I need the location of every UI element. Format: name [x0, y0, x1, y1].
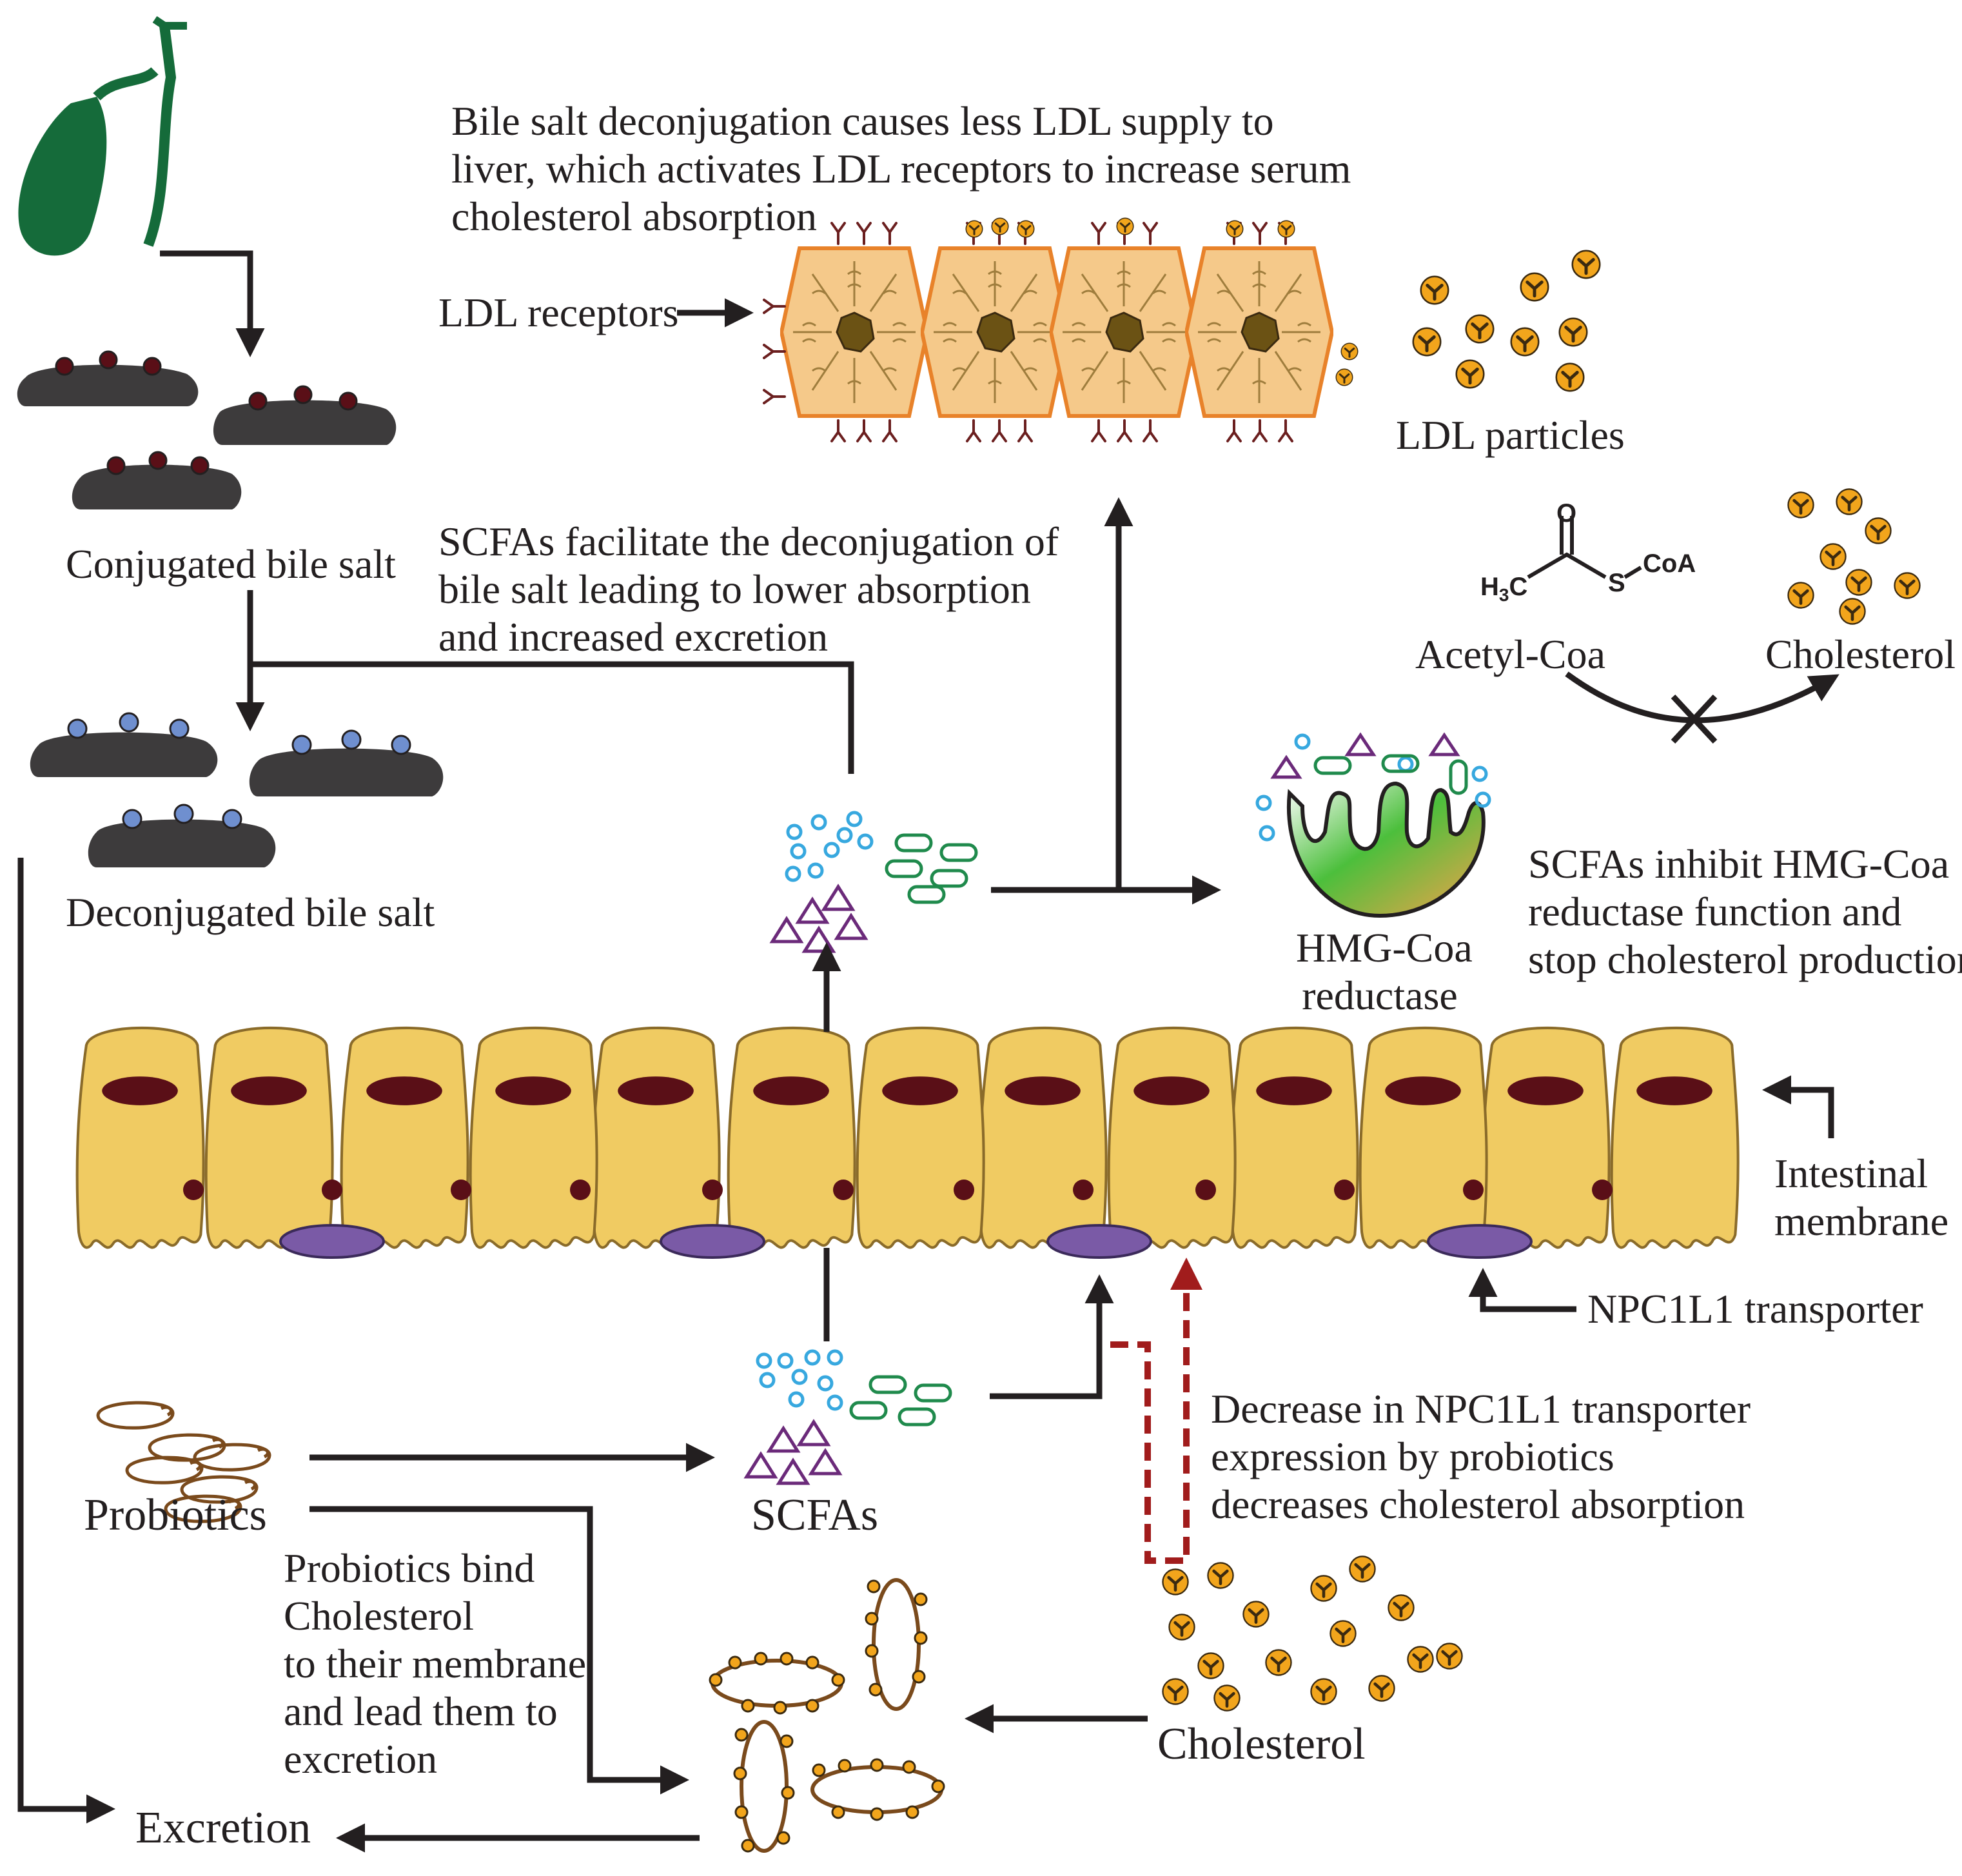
arrow-probiotics-to-binding — [309, 1506, 689, 1795]
label-s-atom: S — [1608, 569, 1625, 597]
arrow-gallbladder-to-bile — [160, 250, 265, 357]
conjugated-bile-salt — [213, 385, 397, 445]
ldl-caption-line3: cholesterol absorption — [451, 193, 817, 239]
hmg-caption-line2: reductase function and — [1528, 889, 1902, 934]
label-h3c-h: H3C — [1480, 573, 1528, 605]
cholesterol-cluster-bottom — [1162, 1556, 1462, 1710]
label-ldl-receptors: LDL receptors — [438, 290, 679, 335]
label-intestinal-line1: Intestinal — [1774, 1150, 1928, 1196]
hepatocyte-row — [763, 217, 1359, 442]
label-ldl-particles: LDL particles — [1396, 412, 1625, 458]
gallbladder-icon — [18, 16, 187, 256]
label-hmg-line2: reductase — [1302, 973, 1458, 1018]
acetyl-coa-structure — [1527, 516, 1642, 579]
scfa-deconj-caption-line1: SCFAs facilitate the deconjugation of — [438, 518, 1059, 564]
intestinal-cell — [980, 1028, 1106, 1248]
intestinal-cell — [206, 1028, 333, 1248]
hepatocyte — [1186, 248, 1332, 416]
intestinal-cell — [77, 1028, 204, 1248]
intestinal-cell — [471, 1028, 597, 1248]
scfa-around-hmg — [1255, 732, 1491, 842]
npc1l1-transporters — [279, 1224, 1533, 1259]
ldl-caption-line1: Bile salt deconjugation causes less LDL … — [451, 98, 1274, 144]
label-acetyl-coa: Acetyl-Coa — [1415, 631, 1605, 677]
probiotics-bind-caption-line1: Probiotics bind — [284, 1545, 535, 1591]
label-scfas: SCFAs — [751, 1490, 879, 1540]
intestinal-cell — [1483, 1028, 1609, 1248]
scfa-deconj-caption-line2: bile salt leading to lower absorption — [438, 566, 1031, 612]
scfa-cluster-lower — [743, 1349, 952, 1485]
deconjugated-bile-salt-group — [30, 712, 444, 867]
intestinal-cell — [593, 1028, 720, 1248]
probiotics-bind-caption-line4: and lead them to — [284, 1688, 558, 1734]
arrow-conjugated-to-deconjugated — [235, 590, 854, 774]
arrow-npc1l1-label — [1468, 1268, 1576, 1312]
probiotics-bind-caption-line5: excretion — [284, 1736, 438, 1782]
label-cholesterol-bottom: Cholesterol — [1157, 1719, 1366, 1769]
arrow-scfa-to-liver — [991, 497, 1221, 905]
label-excretion: Excretion — [135, 1803, 311, 1853]
arrow-bile-to-excretion — [17, 858, 115, 1824]
hmg-coa-reductase-icon — [1286, 781, 1486, 918]
label-o-atom: O — [1556, 499, 1577, 528]
probiotics-bound-cholesterol — [709, 1578, 945, 1853]
label-cholesterol-top: Cholesterol — [1765, 631, 1956, 677]
label-deconjugated-bile-salt: Deconjugated bile salt — [66, 889, 435, 935]
intestinal-cell — [342, 1028, 468, 1248]
conjugated-bile-salt — [17, 350, 199, 406]
scfa-deconj-caption-line3: and increased excretion — [438, 614, 829, 660]
hmg-caption-line3: stop cholesterol production — [1528, 936, 1962, 982]
cholesterol-cluster-top — [1788, 489, 1919, 624]
intestinal-cell — [1612, 1028, 1738, 1248]
ldl-particles-cluster — [1413, 251, 1600, 391]
conjugated-bile-salt — [72, 451, 242, 509]
intestinal-cell — [858, 1028, 984, 1248]
deconjugated-bile-salt — [30, 712, 218, 777]
intestinal-membrane — [77, 1028, 1738, 1259]
blocked-synthesis-arrow — [1565, 671, 1839, 744]
hepatocyte — [922, 248, 1068, 416]
hepatocyte — [1051, 248, 1197, 416]
conjugated-bile-salt-group — [17, 350, 397, 509]
arrow-scfa-to-npc1l1 — [990, 1274, 1114, 1399]
intestinal-cell — [1231, 1028, 1358, 1248]
probiotics-bind-caption-line3: to their membrane — [284, 1641, 587, 1686]
scfa-cluster-upper — [769, 811, 978, 953]
label-intestinal-line2: membrane — [1774, 1198, 1949, 1244]
label-npc1l1-transporter: NPC1L1 transporter — [1587, 1286, 1923, 1332]
intestinal-cell — [1360, 1028, 1487, 1248]
label-hmg-line1: HMG-Coa — [1296, 925, 1473, 971]
npc1l1-caption-line1: Decrease in NPC1L1 transporter — [1211, 1386, 1751, 1432]
red-dashed-inhibition — [1110, 1258, 1202, 1564]
label-coa: CoA — [1643, 549, 1696, 578]
intestinal-cell — [729, 1028, 855, 1248]
deconjugated-bile-salt — [249, 729, 444, 796]
npc1l1-caption-line3: decreases cholesterol absorption — [1211, 1481, 1745, 1527]
intestinal-cell — [1109, 1028, 1235, 1248]
deconjugated-bile-salt — [88, 804, 276, 867]
label-conjugated-bile-salt: Conjugated bile salt — [66, 541, 396, 587]
hmg-caption-line1: SCFAs inhibit HMG-Coa — [1528, 841, 1950, 887]
ldl-caption-line2: liver, which activates LDL receptors to … — [451, 146, 1351, 192]
probiotics-bind-caption-line2: Cholesterol — [284, 1593, 475, 1639]
npc1l1-caption-line2: expression by probiotics — [1211, 1434, 1614, 1479]
label-probiotics: Probiotics — [84, 1490, 267, 1540]
hepatocyte — [781, 248, 927, 416]
arrow-intestinal-membrane-label — [1762, 1075, 1834, 1138]
